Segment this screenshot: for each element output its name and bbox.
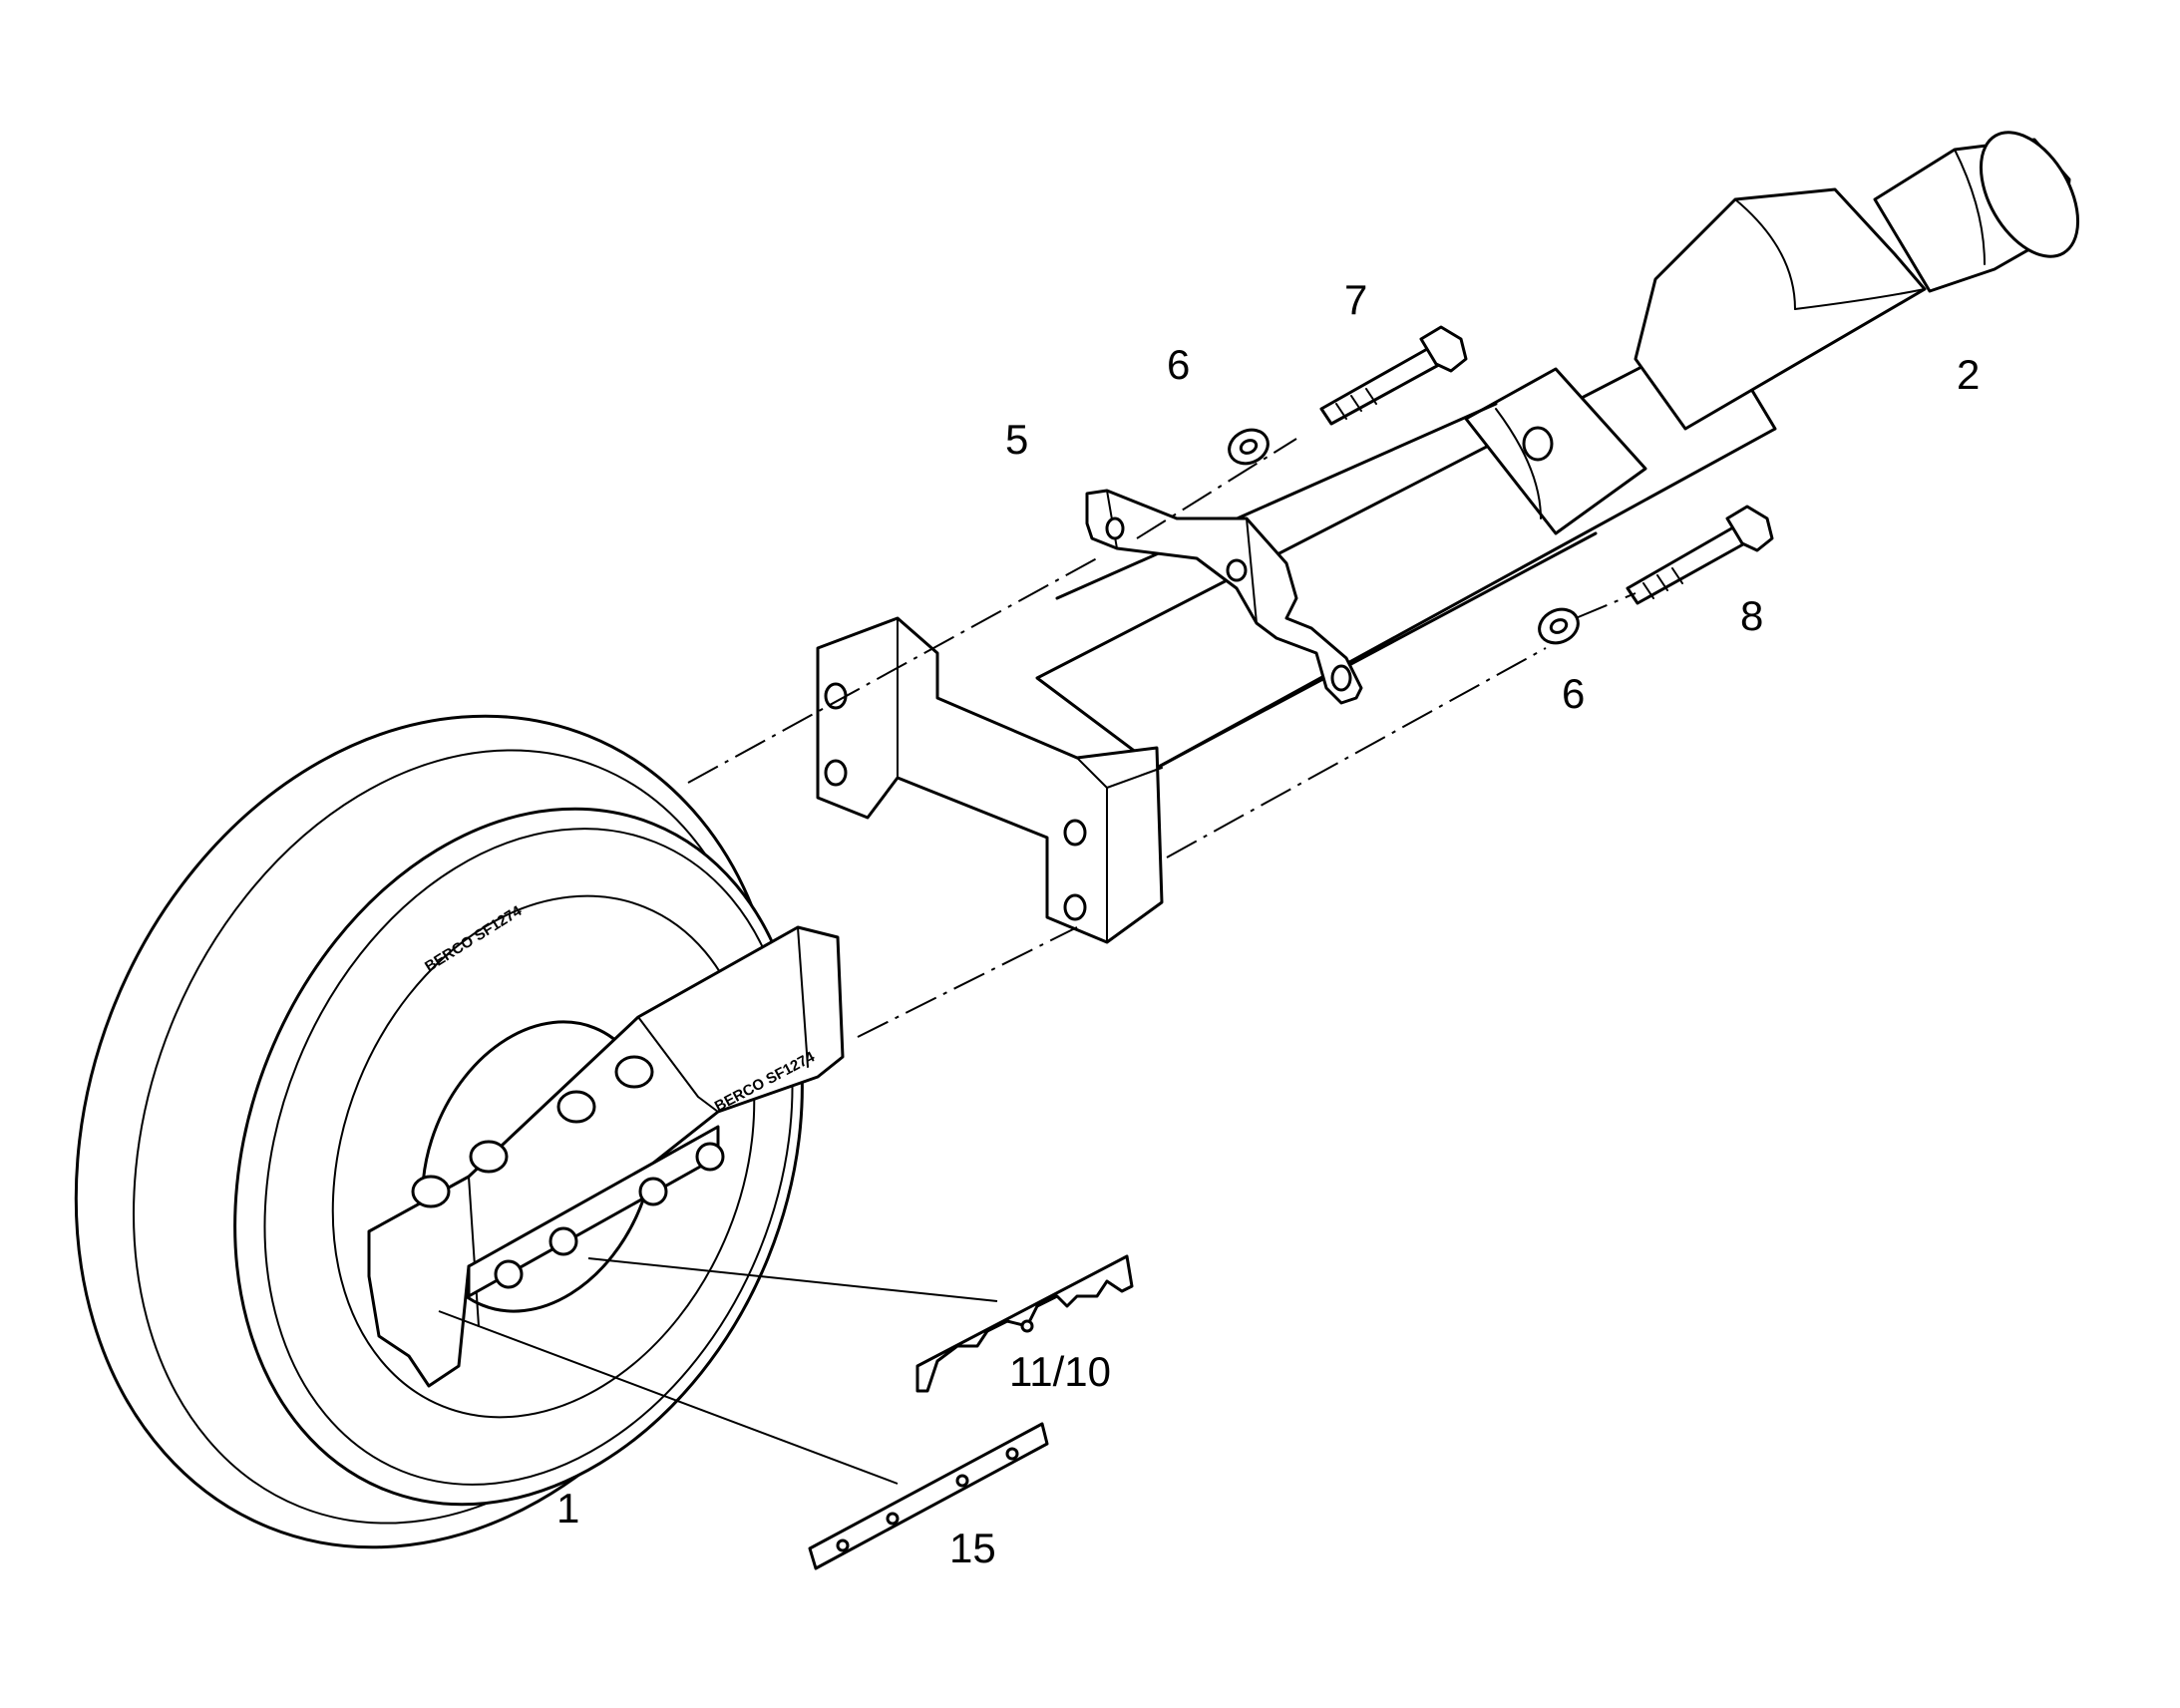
callout-1: 1 [556,1485,580,1532]
strip-part-15 [808,1422,1049,1570]
callout-leaders [438,1257,998,1485]
callout-5: 5 [1005,416,1029,463]
callout-2: 2 [1957,351,1981,398]
yoke-bolt-holes [494,1142,725,1289]
callout-11-10: 11/10 [1009,1348,1111,1395]
shaft-part-2 [1035,131,2080,770]
washer-part-6-lower [1538,607,1580,645]
bolt-part-8 [1626,505,1774,605]
callout-6-lower: 6 [1562,670,1586,717]
idler-wheel-part-1: BERCO SF1274 [74,714,804,1549]
washer-part-6-upper [1228,428,1270,466]
shim-part-11-10 [915,1254,1134,1393]
callout-15: 15 [949,1525,996,1571]
wheel-yoke-bracket: BERCO SF1274 [367,925,845,1388]
clamp-part-5 [1085,489,1363,705]
callout-8: 8 [1740,592,1764,639]
yoke-bolt-heads [411,1055,654,1208]
assembly-centerlines [687,438,1636,1038]
mounting-bracket [816,616,1164,944]
callout-6-upper: 6 [1167,341,1191,388]
callout-7: 7 [1344,276,1368,323]
bolt-part-7 [1319,325,1468,426]
